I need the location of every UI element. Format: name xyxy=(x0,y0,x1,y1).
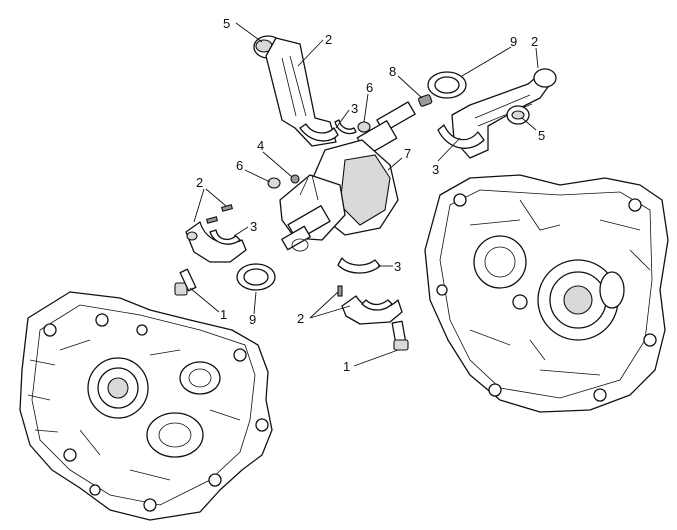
callout-6: 6 xyxy=(366,80,373,95)
callout-2: 2 xyxy=(297,311,304,326)
plug-4 xyxy=(290,174,300,184)
callouts: 5 2 6 3 8 9 2 5 3 4 7 6 2 3 3 1 9 2 1 xyxy=(196,16,545,374)
callout-3: 3 xyxy=(432,162,439,177)
leader-lines xyxy=(189,22,539,367)
rod-bolt-left xyxy=(174,268,197,296)
callout-7: 7 xyxy=(404,146,411,161)
thrust-washer-lower xyxy=(236,263,276,291)
plug-6-lower xyxy=(267,177,281,189)
callout-1: 1 xyxy=(220,307,227,322)
callout-3: 3 xyxy=(394,259,401,274)
callout-6: 6 xyxy=(236,158,243,173)
callout-9: 9 xyxy=(249,312,256,327)
bearing-shell-lower xyxy=(337,257,381,274)
callout-5: 5 xyxy=(538,128,545,143)
callout-5: 5 xyxy=(223,16,230,31)
conrod-upper-right xyxy=(437,68,557,159)
left-crankcase xyxy=(19,291,273,521)
callout-3: 3 xyxy=(351,101,358,116)
thrust-washer-upper xyxy=(427,71,467,99)
rod-cap-left xyxy=(185,204,247,263)
right-crankcase xyxy=(424,174,669,413)
callout-4: 4 xyxy=(257,138,264,153)
callout-8: 8 xyxy=(389,64,396,79)
plug-6-upper xyxy=(357,121,371,133)
callout-9: 9 xyxy=(510,34,517,49)
conrod-upper-left xyxy=(253,35,339,147)
callout-2: 2 xyxy=(196,175,203,190)
callout-3: 3 xyxy=(250,219,257,234)
callout-1: 1 xyxy=(343,359,350,374)
callout-2: 2 xyxy=(325,32,332,47)
rod-cap-lower xyxy=(337,285,409,351)
callout-2: 2 xyxy=(531,34,538,49)
bearing-shell-upper xyxy=(334,119,357,135)
crankshaft xyxy=(279,101,416,252)
